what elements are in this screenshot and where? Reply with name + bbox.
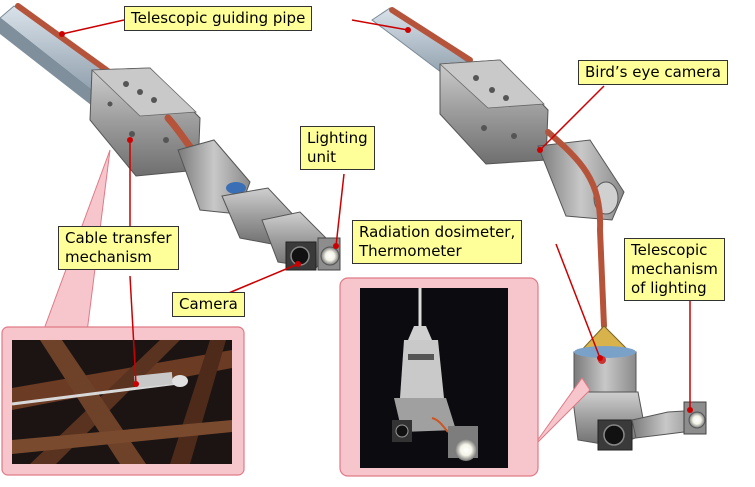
- label-cable-transfer-line-2: mechanism: [65, 248, 152, 266]
- label-telescopic-guiding-pipe-text: Telescopic guiding pipe: [131, 9, 306, 27]
- label-cable-transfer-line-1: Cable transfer: [65, 229, 172, 247]
- leader-birds-eye: [539, 85, 605, 151]
- label-radiation-line-2: Thermometer: [359, 242, 462, 260]
- label-telescopic-guiding-pipe: Telescopic guiding pipe: [124, 6, 313, 31]
- leader-cable-photo: [129, 275, 137, 385]
- left-robot: [0, 3, 341, 271]
- label-lighting-unit-line-2: unit: [307, 148, 337, 166]
- label-telescopic-lighting-line-2: mechanism: [631, 260, 718, 278]
- label-radiation-line-1: Radiation dosimeter,: [359, 223, 516, 241]
- right-lighting-lens: [688, 411, 706, 429]
- label-camera: Camera: [172, 292, 245, 317]
- right-robot: [371, 7, 707, 451]
- left-photo-callout: [1, 149, 245, 476]
- leader-lighting: [335, 173, 345, 247]
- leader-lines: [61, 19, 691, 410]
- leader-telescopic-right: [351, 19, 409, 31]
- right-telescopic-pipe: [389, 7, 473, 63]
- label-telescopic-lighting-line-3: of lighting: [631, 279, 707, 297]
- label-lighting-unit: Lighting unit: [300, 126, 375, 170]
- right-photo-callout: [339, 277, 591, 477]
- label-birds-eye-camera: Bird’s eye camera: [578, 60, 728, 85]
- right-suspension-cable: [545, 129, 607, 329]
- label-cable-transfer-mechanism: Cable transfer mechanism: [58, 226, 179, 270]
- label-telescopic-lighting-line-1: Telescopic: [631, 241, 708, 259]
- leader-dots: [59, 27, 693, 413]
- label-lighting-unit-line-1: Lighting: [307, 129, 368, 147]
- label-telescopic-mechanism-lighting: Telescopic mechanism of lighting: [624, 238, 725, 301]
- left-lighting-lens: [320, 246, 340, 266]
- label-birds-eye-camera-text: Bird’s eye camera: [585, 63, 721, 81]
- label-camera-text: Camera: [179, 295, 238, 313]
- label-radiation-dosimeter: Radiation dosimeter, Thermometer: [352, 220, 523, 264]
- left-telescopic-pipe: [15, 3, 115, 77]
- leader-radiation: [555, 243, 601, 359]
- leader-telescopic-left: [61, 19, 125, 35]
